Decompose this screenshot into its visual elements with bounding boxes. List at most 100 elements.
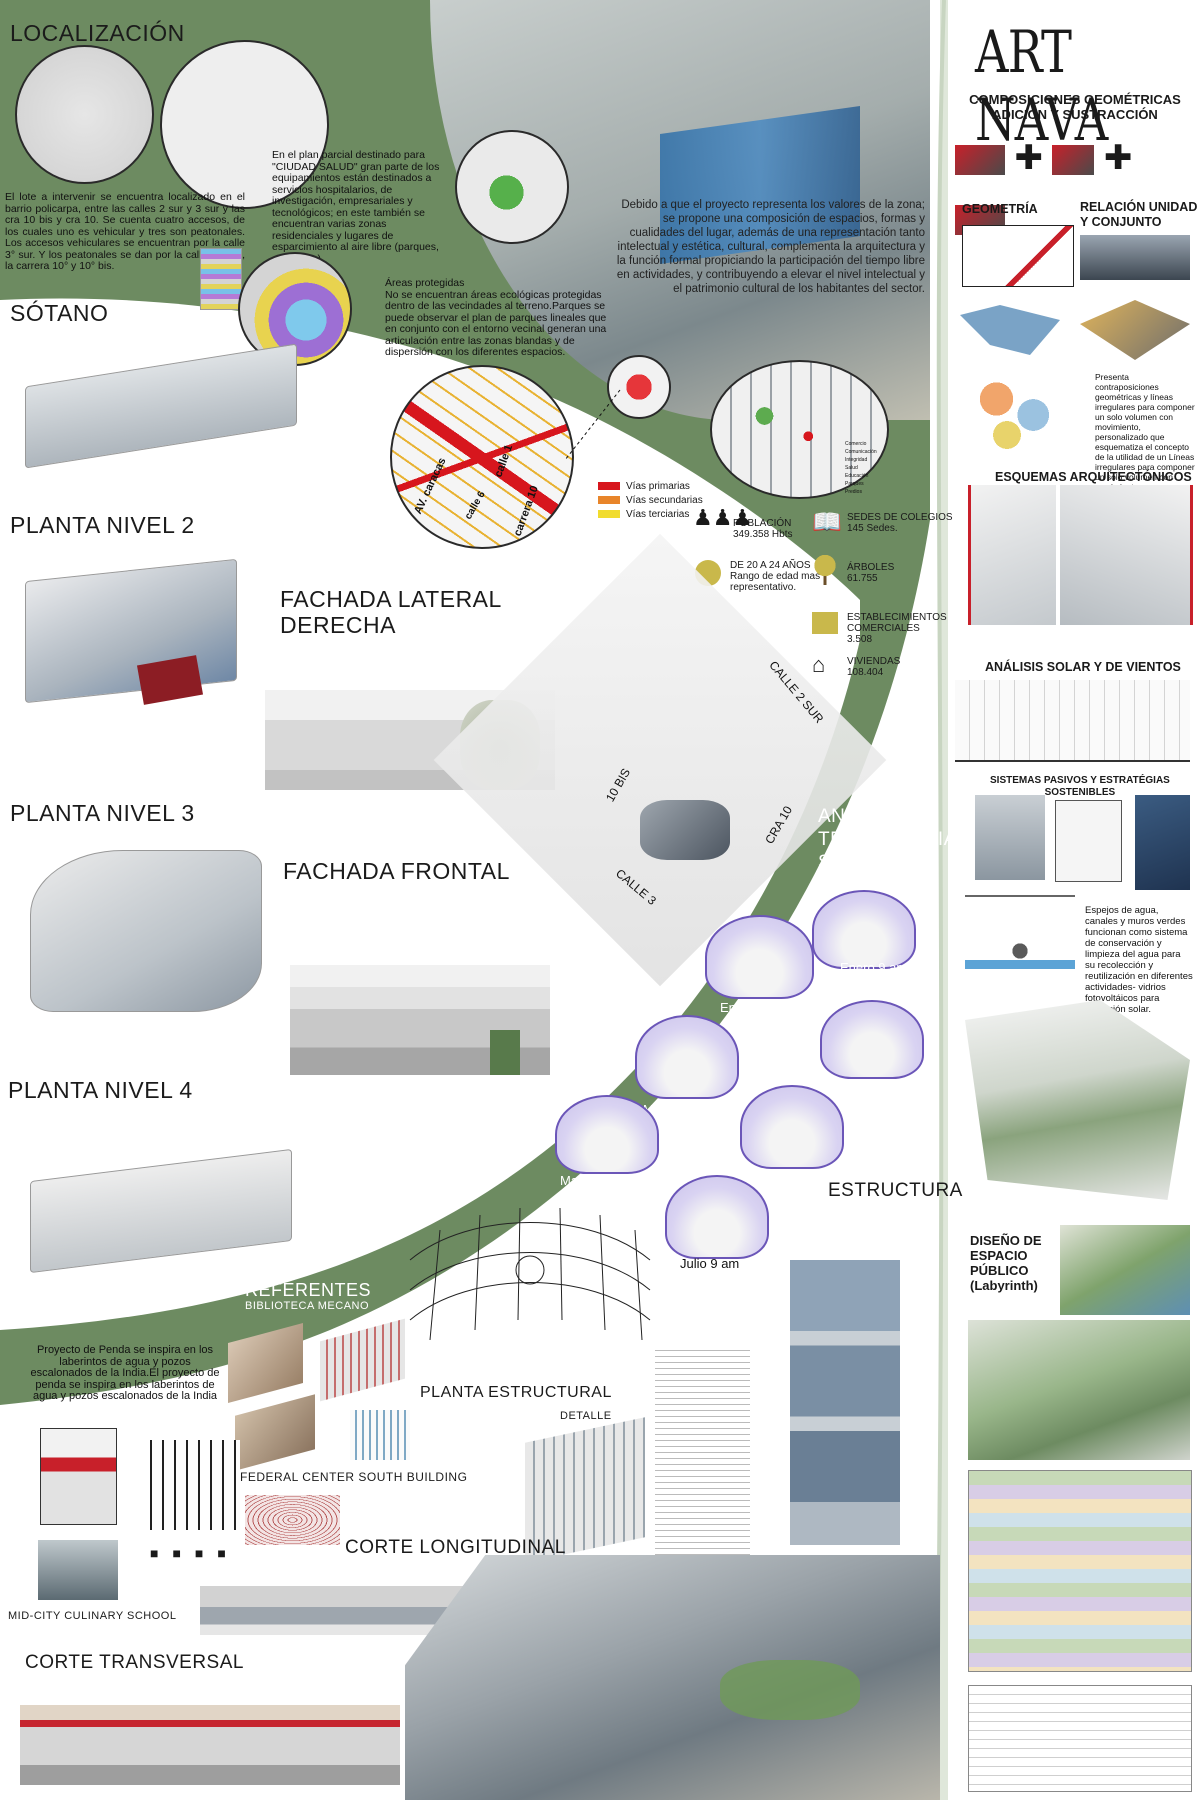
pasivos-diagram-3 — [1135, 795, 1190, 890]
solar-vientos-title: ANÁLISIS SOLAR Y DE VIENTOS — [985, 660, 1181, 674]
legend-salud: Salud — [845, 465, 858, 471]
zoning-legend-table — [200, 248, 242, 310]
equipment-legend: Comercio Comunicación Integridad Salud E… — [845, 440, 885, 496]
nivel3-plan — [30, 850, 262, 1012]
legend-primary-label: Vías primarias — [626, 481, 690, 492]
solar-label-enero-9: Enero 9 am — [840, 960, 908, 975]
plus-icon-1: ✚ — [1014, 139, 1043, 177]
fachada-frontal-greenwall — [490, 1030, 520, 1075]
pasivos-text: Espejos de agua, canales y muros verdes … — [1085, 905, 1193, 1015]
stat-viviendas: VIVIENDAS 108.404 — [847, 656, 901, 678]
tree-icon — [812, 555, 838, 585]
structure-notes-list — [655, 1345, 750, 1555]
biblioteca-model-4 — [350, 1410, 410, 1460]
biblioteca-title: BIBLIOTECA MECANO — [245, 1300, 370, 1312]
stat-colegios: SEDES DE COLEGIOS 145 Sedes. — [847, 512, 953, 534]
diseno-render-2 — [968, 1320, 1190, 1460]
culinary-photo — [38, 1540, 118, 1600]
planta-estructural-title: PLANTA ESTRUCTURAL — [420, 1384, 612, 1401]
estructura-title: ESTRUCTURA — [828, 1180, 963, 1201]
federal-title: FEDERAL CENTER SOUTH BUILDING — [240, 1470, 468, 1484]
geometria-diagram — [962, 225, 1074, 287]
render-green-patch — [720, 1660, 860, 1720]
nivel2-plan — [25, 558, 237, 704]
brand-title: ART NAVA — [975, 18, 1108, 154]
legend-comercio: Comercio — [845, 441, 867, 447]
legend-tertiary: Vías terciarias — [598, 508, 703, 522]
federal-model — [245, 1495, 340, 1545]
diseno-title: DISEÑO DE ESPACIO PÚBLICO (Labyrinth) — [970, 1233, 1042, 1293]
stat-edad: DE 20 A 24 AÑOS Rango de edad mas repres… — [730, 560, 821, 593]
regulations-table — [968, 1470, 1192, 1672]
green-areas-circle — [455, 130, 569, 244]
stat-comercio: ESTABLECIMIENTOS COMERCIALES 3.508 — [847, 612, 947, 645]
diseno-render-1 — [1060, 1225, 1190, 1315]
culinary-title: MID-CITY CULINARY SCHOOL — [8, 1610, 177, 1622]
corte-trans-drawing — [20, 1685, 400, 1785]
localizacion-title: LOCALIZACIÓN — [10, 20, 185, 46]
labyrinth-drawing — [140, 1440, 240, 1530]
solar-label-marzo-12: Marzo 12 am — [760, 1168, 836, 1183]
corte-long-title: CORTE LONGITUDINAL — [345, 1537, 566, 1558]
site-zoom-circle — [607, 355, 671, 419]
composiciones-title: COMPOSICIONES GEOMÉTRICAS ADICIÓN Y SUST… — [969, 92, 1181, 122]
solar-label-marzo-9: Marzo 9 am — [643, 1102, 712, 1117]
legend-tertiary-label: Vías terciarias — [626, 509, 690, 520]
legend-secondary-label: Vías secundarias — [626, 495, 703, 506]
exploded-volumes — [965, 375, 1070, 455]
legend-educacion: Educación — [845, 473, 869, 479]
esquemas-title: ESQUEMAS ARQUITECTÓNICOS — [995, 470, 1192, 484]
detalle-title: DETALLE — [560, 1410, 612, 1422]
solar-label-julio-9: Julio 9 am — [680, 1256, 740, 1271]
equipment-map-circle — [710, 360, 889, 499]
culinary-section — [40, 1428, 117, 1525]
relacion-title: RELACIÓN UNIDAD Y CONJUNTO — [1080, 200, 1198, 229]
nivel4-title: PLANTA NIVEL 4 — [8, 1077, 193, 1103]
fachada-frontal-title: FACHADA FRONTAL — [283, 858, 510, 884]
school-icon: 📖 — [812, 509, 842, 536]
ciudad-salud-text: En el plan parcial destinado para "CIUDA… — [272, 149, 440, 264]
solar-dome-marzo-9 — [635, 1015, 739, 1099]
referentes-text: Proyecto de Penda se inspira en los labe… — [30, 1344, 220, 1402]
legend-secondary: Vías secundarias — [598, 494, 703, 508]
population-icon: ♟♟♟ — [693, 505, 753, 530]
accessibility-icons: ■■■■ — [150, 1545, 240, 1561]
estructura-isometric — [790, 1260, 900, 1545]
areas-protegidas-text: Áreas protegidas No se encuentran áreas … — [385, 277, 607, 358]
roads-legend: Vías primarias Vías secundarias Vías ter… — [598, 480, 703, 522]
localizacion-text: El lote a intervenir se encuentra locali… — [5, 191, 245, 272]
esquema-2 — [1060, 485, 1193, 625]
planta-estructural-grid — [409, 1207, 651, 1341]
aerial-render-bottom — [405, 1555, 940, 1800]
referentes-title: REFERENTES — [245, 1280, 372, 1300]
solar-label-enero-12: Enero 12 am — [720, 1000, 795, 1015]
solar-dome-marzo-12 — [740, 1085, 844, 1169]
store-icon — [812, 612, 838, 634]
location-map-circle-1 — [15, 45, 154, 184]
legend-comunicacion: Comunicación — [845, 449, 877, 455]
shape-red-1 — [955, 145, 1005, 176]
legend-predios: Predios — [845, 489, 862, 495]
esquema-1 — [968, 485, 1056, 625]
sotano-title: SÓTANO — [10, 300, 109, 326]
concept-text: Debido a que el proyecto representa los … — [616, 199, 925, 295]
pasivos-diagram-4 — [965, 895, 1075, 987]
house-icon: ⌂ — [812, 652, 826, 677]
implantacion-building — [640, 800, 730, 860]
stat-arboles: ÁRBOLES 61.755 — [847, 562, 895, 584]
legend-primary: Vías primarias — [598, 480, 703, 494]
roads-map-circle — [390, 365, 574, 549]
fachada-lateral-title: FACHADA LATERAL DERECHA — [280, 586, 502, 638]
plus-icon-2: ✚ — [1103, 139, 1133, 177]
geometria-title: GEOMETRÍA — [962, 202, 1038, 216]
legend-integridad: Integridad — [845, 457, 868, 463]
solar-vientos-section — [955, 680, 1190, 762]
corte-trans-title: CORTE TRANSVERSAL — [25, 1652, 244, 1673]
solar-dome-marzo-4 — [555, 1095, 659, 1174]
nivel3-title: PLANTA NIVEL 3 — [10, 800, 195, 826]
solar-dome-enero-4 — [820, 1000, 924, 1079]
trayectoria-title: ANÁLISIS TRAYECTORIA SOLAR — [818, 806, 957, 873]
legend-parques: Parques — [845, 481, 864, 487]
nivel2-title: PLANTA NIVEL 2 — [10, 512, 195, 538]
location-map-circle-2 — [160, 40, 329, 209]
